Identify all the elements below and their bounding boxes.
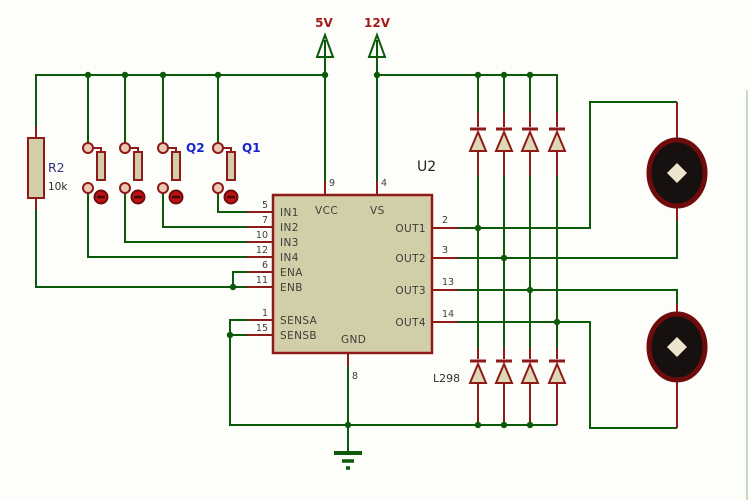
- power-arrow-icon: [367, 32, 387, 58]
- button-terminal: [157, 142, 169, 154]
- ic-pin-num: 8: [352, 371, 358, 382]
- ic-pin-name: ENB: [280, 282, 303, 294]
- ic-pin-name: IN2: [280, 222, 299, 234]
- junction-dots: [84, 71, 561, 429]
- diode-bottom-1[interactable]: [468, 359, 488, 384]
- ic-part-number: L298: [433, 372, 460, 385]
- motor-core-diamond: [667, 337, 687, 357]
- ic-pin-name: OUT1: [395, 223, 426, 235]
- button-bracket: [129, 147, 139, 151]
- ic-pin-num: 7: [262, 215, 268, 226]
- button-terminal: [212, 142, 224, 154]
- button-terminal: [157, 182, 169, 194]
- power-label-5v: 5V: [315, 16, 333, 30]
- button-bracket: [92, 147, 102, 151]
- diode-triangle: [494, 129, 514, 152]
- diode-triangle: [494, 361, 514, 384]
- push-button-2[interactable]: [119, 142, 146, 205]
- resistor-ref: R2: [48, 160, 65, 175]
- button-ref-q1: Q1: [242, 141, 261, 155]
- button-terminal: [119, 182, 131, 194]
- button-bracket: [222, 147, 232, 151]
- power-arrow-icon: [315, 32, 335, 58]
- diode-triangle: [468, 361, 488, 384]
- ic-pin-num: 2: [442, 215, 448, 226]
- diode-top-1[interactable]: [468, 127, 488, 152]
- diode-bottom-4[interactable]: [547, 359, 567, 384]
- ic-ref: U2: [417, 159, 436, 175]
- ic-l298[interactable]: 5 7 10 12 6 11 1 15 IN1 IN2 IN3 IN4 ENA …: [256, 159, 460, 385]
- power-label-12v: 12V: [364, 16, 391, 30]
- power-terminal-12v[interactable]: 12V: [364, 16, 391, 58]
- push-button-1[interactable]: [82, 142, 109, 205]
- pin-stubs: [35, 102, 678, 428]
- ic-pin-num: 12: [256, 245, 268, 256]
- ic-pin-name: SENSB: [280, 330, 317, 342]
- ic-pin-num: 14: [442, 309, 454, 320]
- ic-pin-name: VS: [370, 205, 385, 217]
- resistor-r2[interactable]: R2 10k: [27, 137, 68, 199]
- diode-top-2[interactable]: [494, 127, 514, 152]
- ic-pin-num: 9: [329, 178, 335, 189]
- ic-pin-name: SENSA: [280, 315, 318, 327]
- wire-network: [35, 40, 678, 451]
- ic-pin-num: 4: [381, 178, 387, 189]
- button-terminal: [212, 182, 224, 194]
- ic-pin-name: OUT3: [395, 285, 426, 297]
- button-terminal: [82, 182, 94, 194]
- ic-pin-num: 13: [442, 277, 454, 288]
- push-button-q2[interactable]: Q2: [157, 141, 205, 205]
- button-terminal: [119, 142, 131, 154]
- ic-pin-name: VCC: [315, 205, 338, 217]
- diode-triangle: [468, 129, 488, 152]
- ic-pin-num: 5: [262, 200, 268, 211]
- power-terminal-5v[interactable]: 5V: [315, 16, 335, 58]
- button-ref-q2: Q2: [186, 141, 205, 155]
- diode-triangle: [547, 361, 567, 384]
- ic-pin-num: 3: [442, 245, 448, 256]
- motor-2[interactable]: [646, 311, 708, 383]
- ic-pin-name: GND: [341, 334, 366, 346]
- button-plunger[interactable]: [133, 151, 143, 181]
- ic-body[interactable]: [271, 193, 434, 355]
- ic-pin-num: 6: [262, 260, 268, 271]
- diode-bottom-2[interactable]: [494, 359, 514, 384]
- ic-pin-name: OUT4: [395, 317, 426, 329]
- button-bracket: [167, 147, 177, 151]
- resistor-body[interactable]: [27, 137, 45, 199]
- diode-triangle: [520, 361, 540, 384]
- diode-triangle: [520, 129, 540, 152]
- button-plunger[interactable]: [226, 151, 236, 181]
- button-plunger[interactable]: [96, 151, 106, 181]
- diode-top-3[interactable]: [520, 127, 540, 152]
- ic-pin-num: 15: [256, 323, 268, 334]
- button-terminal: [82, 142, 94, 154]
- ic-pin-name: OUT2: [395, 253, 426, 265]
- motor-1[interactable]: [646, 137, 708, 209]
- ground-terminal[interactable]: [334, 451, 362, 470]
- motor-core-diamond: [667, 163, 687, 183]
- ic-pin-num: 1: [262, 308, 268, 319]
- diode-triangle: [547, 129, 567, 152]
- ic-pin-name: ENA: [280, 267, 303, 279]
- ic-pin-name: IN1: [280, 207, 299, 219]
- ic-pin-name: IN3: [280, 237, 299, 249]
- ic-pin-name: IN4: [280, 252, 299, 264]
- ic-pin-num: 11: [256, 275, 268, 286]
- ic-pin-num: 10: [256, 230, 268, 241]
- diode-top-4[interactable]: [547, 127, 567, 152]
- button-plunger[interactable]: [171, 151, 181, 181]
- resistor-value: 10k: [48, 181, 68, 193]
- diode-bottom-3[interactable]: [520, 359, 540, 384]
- push-button-q1[interactable]: Q1: [212, 141, 261, 205]
